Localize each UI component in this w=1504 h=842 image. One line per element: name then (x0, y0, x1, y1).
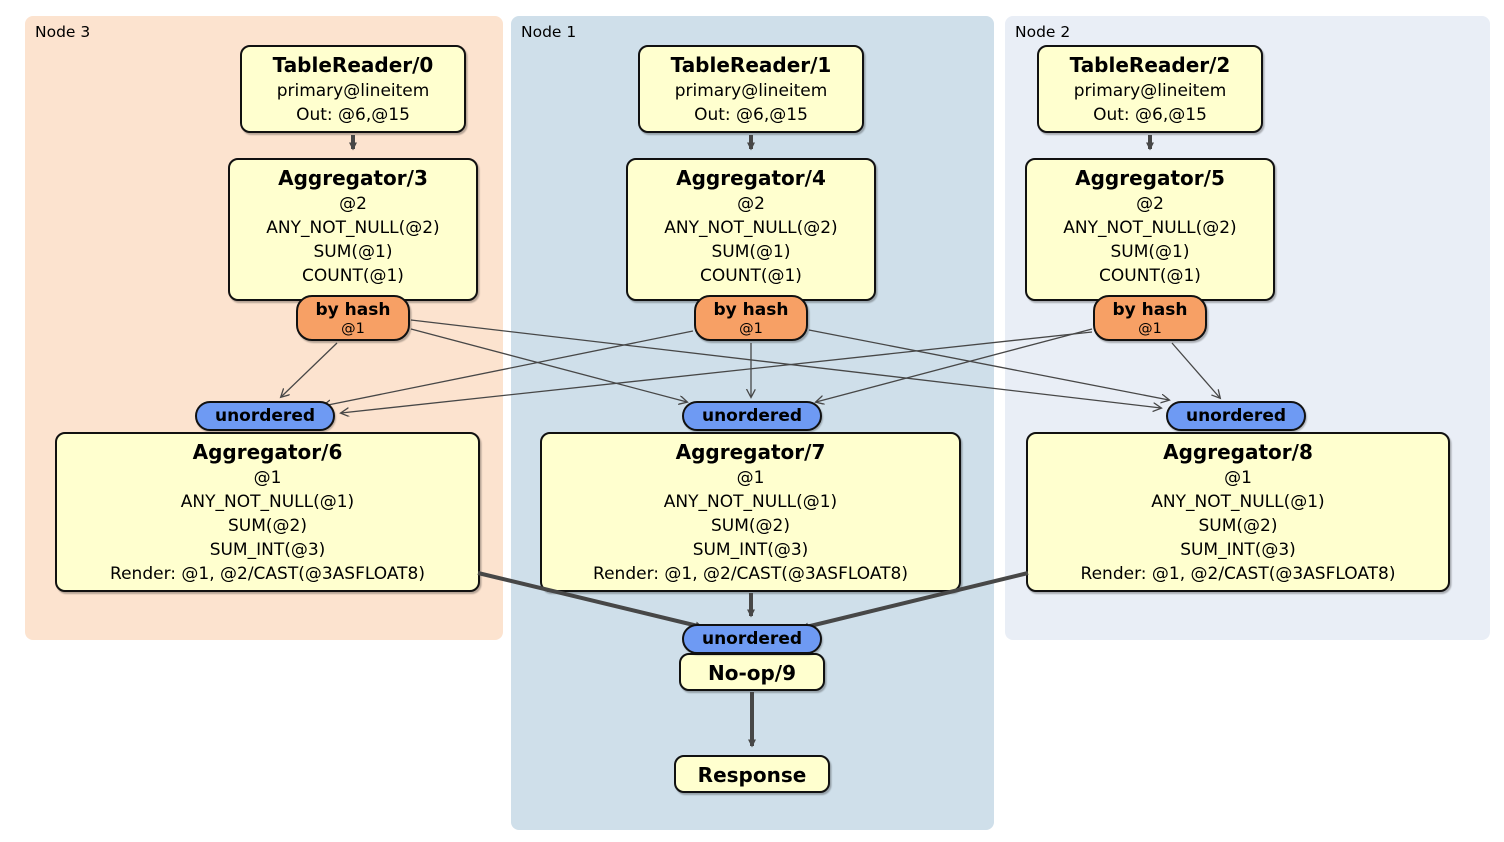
processor-title: Aggregator/3 (278, 166, 428, 190)
processor-tablereader-0: TableReader/0 primary@lineitem Out: @6,@… (240, 45, 466, 133)
stream-unordered-9: unordered (682, 624, 822, 654)
aggregate-fn: SUM(@2) (228, 516, 307, 536)
group-by-columns: @2 (339, 194, 367, 214)
aggregate-fn: ANY_NOT_NULL(@1) (1151, 492, 1325, 512)
processor-output-columns: Out: @6,@15 (296, 105, 410, 125)
aggregate-fn: ANY_NOT_NULL(@2) (266, 218, 440, 238)
router-label: by hash (713, 300, 789, 320)
aggregate-fn: SUM(@1) (1110, 242, 1190, 262)
group-by-columns: @2 (1136, 194, 1164, 214)
processor-title: TableReader/2 (1069, 53, 1231, 77)
aggregate-fn: ANY_NOT_NULL(@1) (663, 492, 838, 512)
processor-title: Aggregator/7 (675, 440, 826, 464)
response-node: Response (674, 755, 830, 793)
processor-title: Aggregator/6 (192, 440, 343, 464)
processor-title: TableReader/0 (272, 53, 434, 77)
processor-noop-9: No-op/9 (679, 653, 825, 691)
aggregate-fn: SUM(@1) (711, 242, 791, 262)
aggregate-fn: ANY_NOT_NULL(@2) (1063, 218, 1237, 238)
stream-label: unordered (214, 406, 316, 426)
processor-title: Aggregator/5 (1075, 166, 1225, 190)
processor-aggregator-7: Aggregator/7 @1 ANY_NOT_NULL(@1) SUM(@2)… (540, 432, 961, 592)
aggregate-fn: SUM_INT(@3) (1180, 540, 1296, 560)
processor-tablereader-2: TableReader/2 primary@lineitem Out: @6,@… (1037, 45, 1263, 133)
router-hash-columns: @1 (1138, 321, 1162, 337)
aggregate-fn: SUM_INT(@3) (209, 540, 326, 560)
group-by-columns: @1 (253, 468, 282, 488)
aggregate-fn: SUM_INT(@3) (692, 540, 809, 560)
processor-index: primary@lineitem (674, 81, 828, 101)
aggregate-fn: SUM(@2) (1198, 516, 1278, 536)
processor-title: Aggregator/8 (1163, 440, 1313, 464)
stream-unordered-7: unordered (682, 401, 822, 431)
processor-aggregator-4: Aggregator/4 @2 ANY_NOT_NULL(@2) SUM(@1)… (626, 158, 876, 301)
aggregate-fn: COUNT(@1) (700, 266, 802, 286)
router-by-hash-4: by hash @1 (694, 295, 808, 341)
processor-aggregator-8: Aggregator/8 @1 ANY_NOT_NULL(@1) SUM(@2)… (1026, 432, 1450, 592)
aggregate-fn: SUM(@2) (711, 516, 790, 536)
aggregate-fn: ANY_NOT_NULL(@1) (180, 492, 355, 512)
stream-label: unordered (701, 406, 803, 426)
router-by-hash-3: by hash @1 (296, 295, 410, 341)
processor-output-columns: Out: @6,@15 (1093, 105, 1207, 125)
aggregate-fn: SUM(@1) (313, 242, 393, 262)
router-label: by hash (1112, 300, 1188, 320)
processor-title: Response (697, 763, 807, 787)
render-expression: Render: @1, @2/CAST(@3ASFLOAT8) (593, 564, 908, 584)
router-hash-columns: @1 (341, 321, 365, 337)
processor-title: No-op/9 (707, 661, 797, 685)
group-by-columns: @1 (1224, 468, 1252, 488)
processor-tablereader-1: TableReader/1 primary@lineitem Out: @6,@… (638, 45, 864, 133)
aggregate-fn: COUNT(@1) (1099, 266, 1201, 286)
stream-label: unordered (701, 629, 803, 649)
processor-title: Aggregator/4 (676, 166, 826, 190)
region-label: Node 1 (521, 23, 577, 41)
processor-output-columns: Out: @6,@15 (694, 105, 808, 125)
region-label: Node 3 (35, 23, 91, 41)
router-label: by hash (315, 300, 391, 320)
group-by-columns: @2 (737, 194, 765, 214)
processor-aggregator-6: Aggregator/6 @1 ANY_NOT_NULL(@1) SUM(@2)… (55, 432, 480, 592)
processor-title: TableReader/1 (670, 53, 832, 77)
aggregate-fn: ANY_NOT_NULL(@2) (664, 218, 838, 238)
processor-aggregator-3: Aggregator/3 @2 ANY_NOT_NULL(@2) SUM(@1)… (228, 158, 478, 301)
aggregate-fn: COUNT(@1) (302, 266, 404, 286)
processor-index: primary@lineitem (1073, 81, 1227, 101)
render-expression: Render: @1, @2/CAST(@3ASFLOAT8) (110, 564, 425, 584)
stream-label: unordered (1185, 406, 1287, 426)
router-hash-columns: @1 (739, 321, 763, 337)
router-by-hash-5: by hash @1 (1093, 295, 1207, 341)
region-label: Node 2 (1015, 23, 1071, 41)
processor-index: primary@lineitem (276, 81, 430, 101)
render-expression: Render: @1, @2/CAST(@3ASFLOAT8) (1080, 564, 1396, 584)
stream-unordered-8: unordered (1166, 401, 1306, 431)
stream-unordered-6: unordered (195, 401, 335, 431)
processor-aggregator-5: Aggregator/5 @2 ANY_NOT_NULL(@2) SUM(@1)… (1025, 158, 1275, 301)
group-by-columns: @1 (736, 468, 765, 488)
